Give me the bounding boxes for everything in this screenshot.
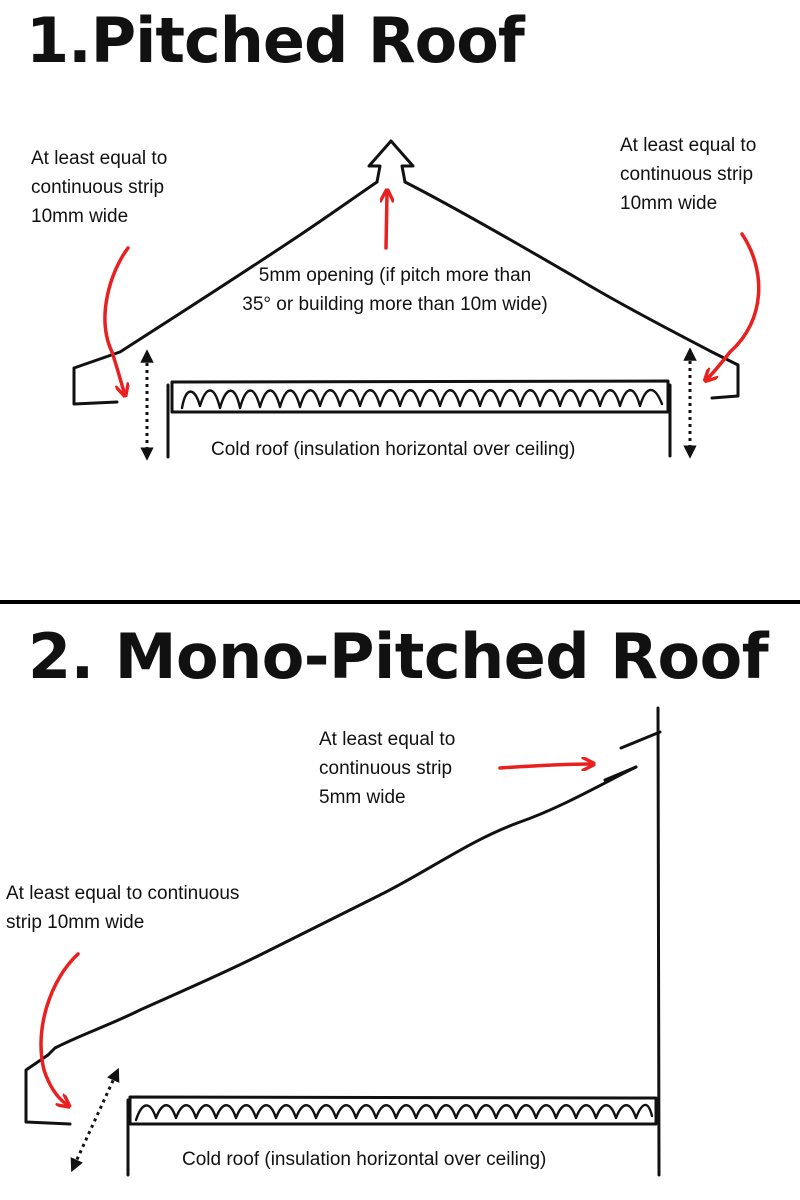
right-eaves-red-arrow xyxy=(708,232,761,378)
mono-top-vent-flashing xyxy=(603,730,662,782)
note-line: 5mm opening (if pitch more than xyxy=(258,265,532,286)
pitched-eaves-gap-markers xyxy=(140,347,697,461)
pitched-roof-right-slope xyxy=(403,180,740,400)
note-line: 35° or building more than 10m wide) xyxy=(242,294,548,315)
note-line: continuous strip xyxy=(319,758,453,779)
note-line: At least equal to continuous xyxy=(6,883,240,904)
note-line: 10mm wide xyxy=(31,206,129,227)
note-line: Cold roof (insulation horizontal over ce… xyxy=(211,439,576,460)
note-line: continuous strip xyxy=(31,177,165,198)
pitched-ridge-note: 5mm opening (if pitch more than 35° or b… xyxy=(230,261,560,319)
mono-top-red-arrow xyxy=(498,764,590,768)
ridge-red-arrow xyxy=(386,194,387,250)
pitched-left-eaves-note: At least equal to continuous strip 10mm … xyxy=(31,144,167,231)
mono-ceiling-note: Cold roof (insulation horizontal over ce… xyxy=(182,1145,546,1174)
mono-eaves-note: At least equal to continuous strip 10mm … xyxy=(6,879,239,937)
pitched-insulation-zigzag xyxy=(180,388,664,410)
pitched-ceiling-note: Cold roof (insulation horizontal over ce… xyxy=(211,435,575,464)
mono-eaves-gap-arrow xyxy=(70,1067,120,1173)
note-line: At least equal to xyxy=(31,148,168,169)
left-eaves-red-arrow xyxy=(103,246,128,392)
mono-insulation-zigzag xyxy=(134,1103,654,1122)
section-1-title: 1.Pitched Roof xyxy=(26,4,525,77)
pitched-insulation-box xyxy=(170,379,670,414)
pitched-right-eaves-note: At least equal to continuous strip 10mm … xyxy=(620,131,756,218)
mono-roof-slope xyxy=(46,765,638,1057)
mono-back-wall xyxy=(656,706,661,1177)
note-line: strip 10mm wide xyxy=(6,912,145,933)
note-line: 5mm wide xyxy=(319,787,406,808)
section-2-title: 2. Mono-Pitched Roof xyxy=(28,620,769,693)
note-line: continuous strip xyxy=(620,164,754,185)
mono-eaves-box xyxy=(24,1053,72,1126)
mono-top-vent-note: At least equal to continuous strip 5mm w… xyxy=(319,725,455,812)
note-line: Cold roof (insulation horizontal over ce… xyxy=(182,1149,547,1170)
note-line: At least equal to xyxy=(319,729,456,750)
mono-insulation-box xyxy=(128,1095,658,1126)
note-line: 10mm wide xyxy=(620,193,718,214)
pitched-roof-left-slope xyxy=(72,180,379,406)
ridge-vent-outline xyxy=(367,139,415,184)
section-divider xyxy=(0,600,800,604)
note-line: At least equal to xyxy=(620,135,757,156)
mono-eaves-red-arrow xyxy=(39,952,80,1104)
